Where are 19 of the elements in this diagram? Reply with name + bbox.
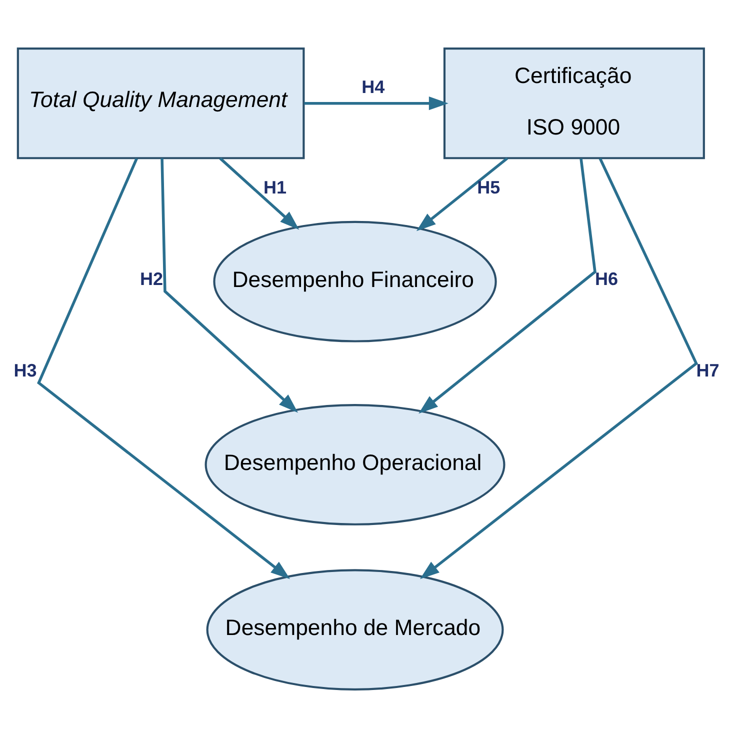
arrow (304, 96, 448, 110)
arrow (416, 157, 508, 232)
edge-label: H5 (477, 177, 500, 198)
arrow (37, 158, 290, 580)
edge-label: H4 (362, 76, 385, 97)
arrow (420, 158, 698, 580)
node-box: Total Quality Management (16, 48, 305, 160)
arrow (160, 158, 298, 413)
edge-label: H7 (696, 360, 720, 380)
arrow (219, 157, 300, 230)
edge-label: H2 (140, 268, 164, 289)
arrow (418, 158, 596, 414)
node-ellipse: Desempenho Operacional (204, 404, 506, 526)
node-ellipse: Desempenho Financeiro (213, 220, 497, 342)
edge-label: H1 (263, 177, 286, 198)
edge-label: H6 (595, 268, 618, 289)
node-ellipse: Desempenho de Mercado (206, 569, 504, 690)
node-box: Certificação ISO 9000 (443, 48, 705, 160)
edge-label: H3 (14, 360, 37, 380)
